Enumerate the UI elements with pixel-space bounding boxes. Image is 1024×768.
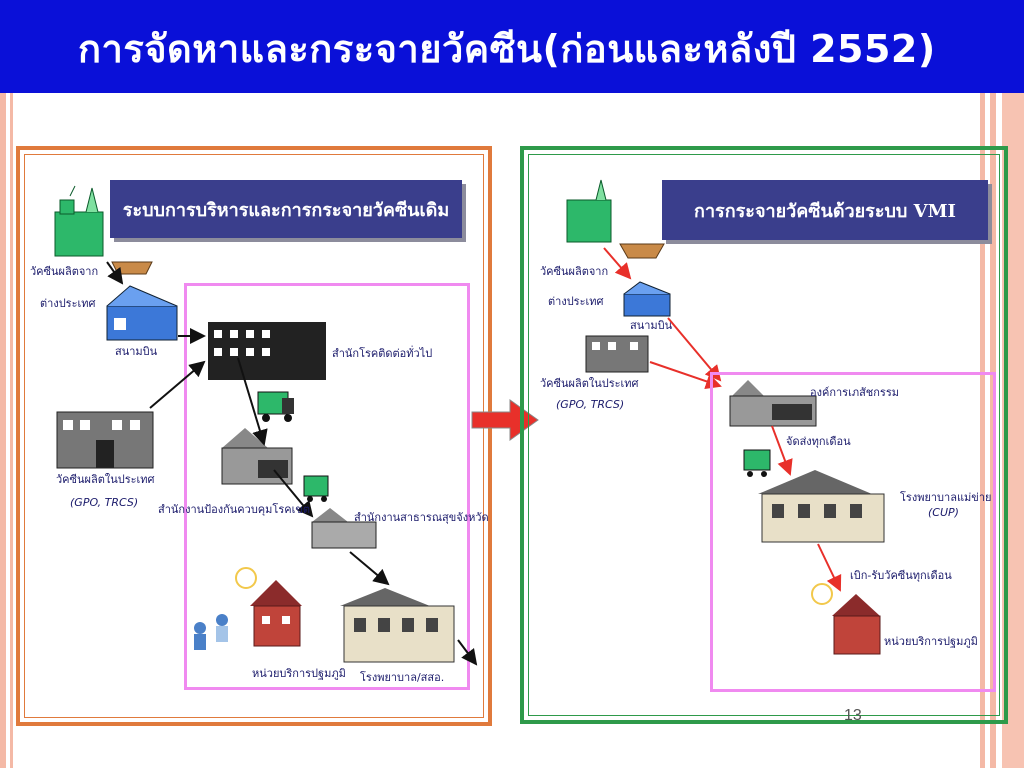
provincial-office-icon [311,508,377,549]
left-central-office-label: สำนักโรคติดต่อทั่วไป [332,347,433,360]
left-highlight-box [184,283,470,690]
central-office-icon [208,322,326,380]
right-domestic-label-1: วัคซีนผลิตในประเทศ [540,377,639,390]
left-pcu-label: หน่วยบริการปฐมภูมิ [252,667,346,680]
left-airport-label: สนามบิน [115,345,158,358]
right-truck-icon [743,449,771,477]
disease-office-icon [221,428,293,485]
pcu-house-icon [250,580,302,647]
right-ship-icon [619,243,665,259]
right-pcu-label: หน่วยบริการปฐมภูมิ [884,635,978,648]
right-gpo-label: องค์การเภสัชกรรม [810,386,899,399]
hospital-icon [340,588,455,663]
arrow-provincial-to-hospital [349,551,390,586]
arrow-foreign-to-airport [106,261,124,285]
arrow-right-domestic-to-gpo [649,361,722,390]
people-icon [194,614,228,650]
foreign-factory-icon [54,185,104,257]
arrow-right-airport-to-gpo [667,317,722,382]
domestic-factory-icon [56,411,154,469]
arrow-domestic-to-central [149,360,206,409]
left-hospital-label: โรงพยาบาล/สสอ. [360,671,445,684]
right-domestic-factory-icon [585,335,649,373]
right-domestic-label-2: (GPO, TRCS) [556,398,625,411]
right-foreign-label-2: ต่างประเทศ [548,295,604,308]
right-cup-label-2: (CUP) [928,506,959,519]
arrow-disease-to-provincial [273,469,314,518]
title-bar: การจัดหาและกระจายวัคซีน(ก่อนและหลังปี 25… [0,0,1024,93]
right-foreign-label-1: วัคซีนผลิตจาก [540,265,609,278]
page-number: 13 [844,707,862,724]
truck-icon-2 [303,475,329,502]
left-foreign-label-2: ต่างประเทศ [40,297,96,310]
sun-icon [235,567,257,589]
left-domestic-label-1: วัคซีนผลิตในประเทศ [56,473,155,486]
right-pcu-house-icon [832,594,881,655]
arrow-right-cup-to-pcu [817,543,842,592]
left-stripe [0,93,6,768]
arrow-hospital-to-pcu [457,639,478,666]
left-disease-office-label: สำนักงานป้องกันควบคุมโรคเขต [158,503,311,516]
left-foreign-label-1: วัคซีนผลิตจาก [30,265,99,278]
right-panel-frame [520,146,1008,724]
right-airport-label: สนามบิน [630,319,673,332]
arrow-right-foreign-to-airport [603,247,632,280]
cup-hospital-icon [758,470,885,543]
left-provincial-office-label: สำนักงานสาธารณสุขจังหวัด [354,511,489,524]
arrow-right-gpo-to-cup [771,425,793,476]
right-stripe [980,93,985,768]
ship-icon [111,261,153,275]
left-panel-banner: ระบบการบริหารและการกระจายวัคซีนเดิม [110,180,462,238]
slide-title: การจัดหาและกระจายวัคซีน(ก่อนและหลังปี 25… [78,27,936,71]
right-cup-label-1: โรงพยาบาลแม่ข่าย [900,491,992,504]
right-highlight-box [710,372,996,692]
arrow-central-to-disease [237,357,268,446]
right-airport-icon [623,281,671,317]
truck-icon [257,391,294,422]
right-panel-banner: การกระจายวัคซีนด้วยระบบ VMI [662,180,988,240]
gpo-building-icon [729,380,817,427]
right-foreign-factory-icon [566,179,612,243]
right-monthly-delivery-label: จัดส่งทุกเดือน [786,435,851,448]
left-stripe-2 [10,93,13,768]
right-monthly-withdraw-label: เบิก-รับวัคซีนทุกเดือน [850,569,952,582]
airport-icon [106,285,178,341]
left-domestic-label-2: (GPO, TRCS) [70,496,139,509]
left-panel-frame [16,146,492,726]
right-sun-icon [811,583,833,605]
